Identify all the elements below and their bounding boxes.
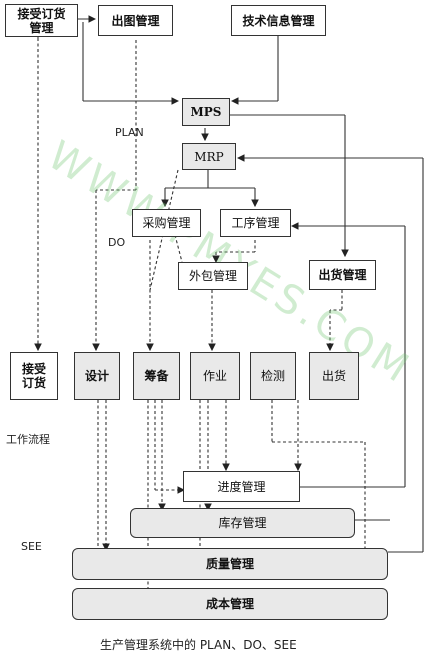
order-management-box[interactable]: 接受订货管理 [5,4,78,37]
mrp-box[interactable]: MRP [182,143,236,170]
workflow-design[interactable]: 设计 [74,352,120,400]
drawing-management-box[interactable]: 出图管理 [98,5,173,36]
purchase-management-box[interactable]: 采购管理 [132,209,201,237]
progress-management-box[interactable]: 进度管理 [183,471,300,502]
process-management-box[interactable]: 工序管理 [220,209,291,237]
inventory-management-box[interactable]: 库存管理 [130,508,355,538]
workflow-prepare[interactable]: 筹备 [133,352,180,400]
mps-box[interactable]: MPS [182,98,230,126]
workflow-operation[interactable]: 作业 [190,352,240,400]
cost-management-box[interactable]: 成本管理 [72,588,388,620]
plan-label: PLAN [115,126,144,139]
see-label: SEE [21,540,42,553]
workflow-label: 工作流程 [6,433,50,446]
do-label: DO [108,236,126,249]
workflow-shipping[interactable]: 出货 [309,352,359,400]
quality-management-box[interactable]: 质量管理 [72,548,388,580]
tech-info-management-box[interactable]: 技术信息管理 [231,5,326,36]
figure-caption: 生产管理系统中的 PLAN、DO、SEE [100,638,297,652]
workflow-inspection[interactable]: 检测 [250,352,296,400]
outsource-management-box[interactable]: 外包管理 [178,262,248,290]
workflow-receive-order[interactable]: 接受订货 [10,352,58,400]
shipping-management-box[interactable]: 出货管理 [309,260,376,290]
